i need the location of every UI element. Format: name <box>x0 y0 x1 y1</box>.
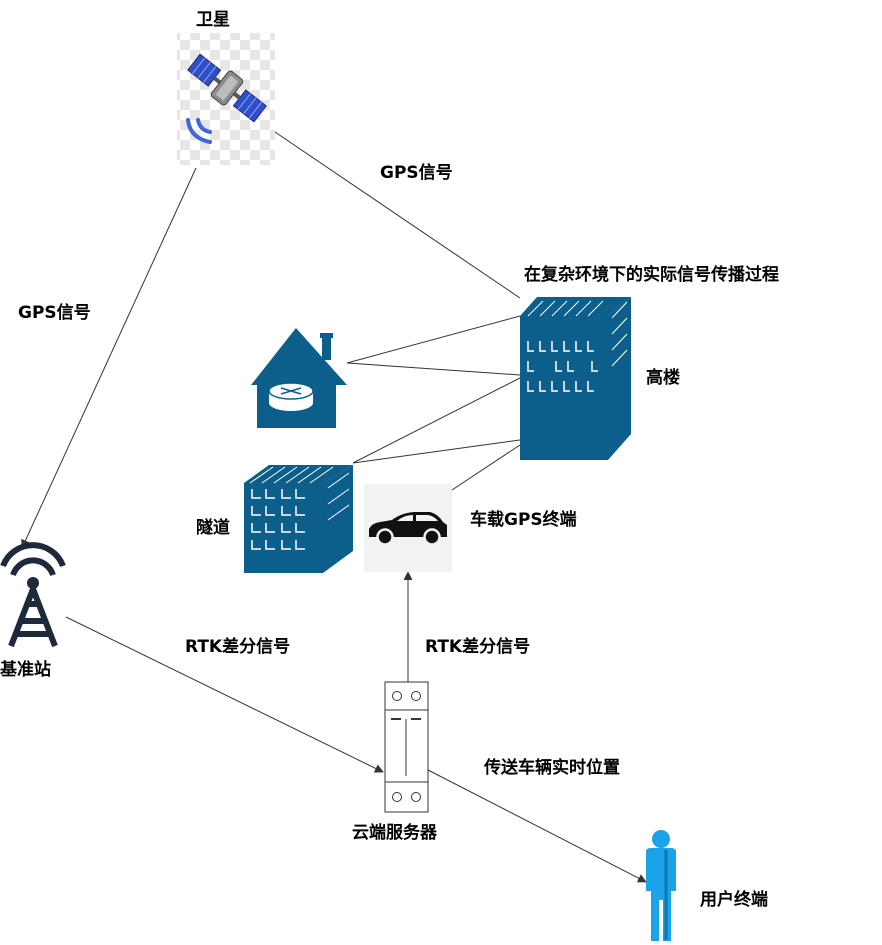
cloud-server-label: 云端服务器 <box>352 823 437 843</box>
base-station-label: 基准站 <box>0 660 51 680</box>
tunnel-building-icon <box>244 465 353 573</box>
car-icon <box>364 484 452 572</box>
gps-signal-label-right: GPS信号 <box>380 163 453 183</box>
high-building-label: 高楼 <box>646 368 680 388</box>
server-to-user-line <box>427 769 647 883</box>
satellite-icon <box>177 33 275 165</box>
user-icon <box>646 830 676 941</box>
building-to-tunnel-line-2 <box>352 439 521 464</box>
house-router-icon <box>251 328 347 428</box>
satellite-label: 卫星 <box>196 10 230 30</box>
building-to-house-line-1 <box>346 315 521 364</box>
base-station-to-server-line <box>65 616 384 773</box>
satellite-to-building-line <box>271 129 521 299</box>
building-to-tunnel-line-1 <box>352 377 521 464</box>
user-terminal-label: 用户终端 <box>700 890 768 910</box>
rtk-signal-label-left: RTK差分信号 <box>185 637 291 657</box>
rtk-signal-label-right: RTK差分信号 <box>425 637 531 657</box>
tower-icon <box>0 542 66 648</box>
building-to-car-line <box>451 444 521 491</box>
connection-lines <box>21 129 647 883</box>
tunnel-label: 隧道 <box>196 518 230 538</box>
send-position-label: 传送车辆实时位置 <box>484 758 620 778</box>
satellite-to-base-station-line <box>21 167 197 549</box>
building-icon <box>520 297 631 460</box>
building-to-house-line-2 <box>346 362 521 376</box>
vehicle-terminal-label: 车载GPS终端 <box>470 510 577 530</box>
gps-signal-label-left: GPS信号 <box>18 303 91 323</box>
server-icon <box>384 681 429 813</box>
complex-environment-label: 在复杂环境下的实际信号传播过程 <box>524 265 779 285</box>
